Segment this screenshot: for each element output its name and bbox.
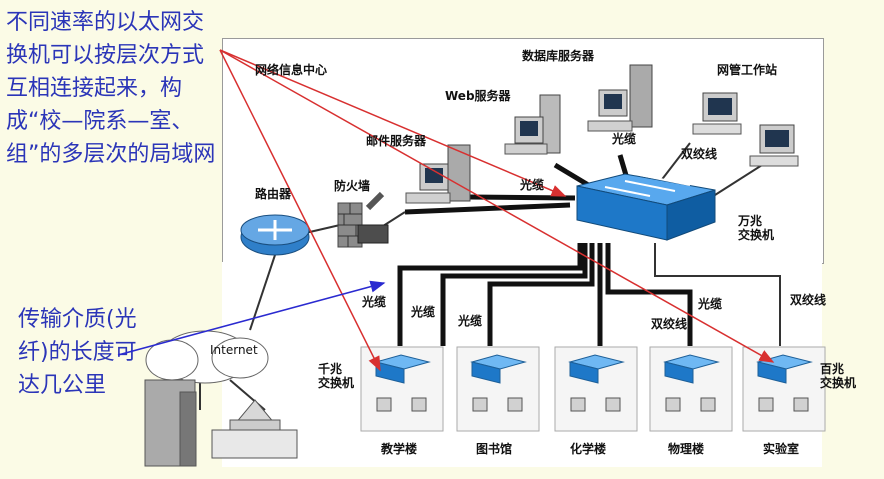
fiber-label-db: 光缆 (612, 132, 637, 146)
building-pc-icon-0-0 (376, 397, 392, 412)
twisted-pair-label-admin: 双绞线 (681, 147, 718, 161)
building-switch-body-1 (471, 361, 501, 384)
fiber-label-core: 光缆 (520, 178, 545, 192)
database-server-label: 数据库服务器 (522, 49, 595, 63)
building-switches (360, 346, 826, 432)
admin-station-label: 网管工作站 (717, 63, 778, 77)
note-fiber-length: 传输介质(光纤)的长度可达几公里 (18, 307, 137, 398)
web-server-icon (504, 94, 561, 155)
internet-cloud-icon (145, 330, 269, 384)
building-label-0: 教学楼 (381, 442, 418, 456)
mail-server-icon (405, 144, 471, 204)
web-server-label: Web服务器 (445, 89, 511, 103)
firewall-icon (337, 191, 389, 248)
core-switch-icon (576, 173, 716, 241)
building-switch-body-2 (569, 361, 599, 384)
gigabit-switch-label: 千兆 交换机 (318, 362, 355, 390)
building-pc-icon-2-1 (605, 397, 621, 412)
building-pc-icon-2-0 (570, 397, 586, 412)
building-pc-icon-1-1 (507, 397, 523, 412)
office-buildings-icon (144, 379, 298, 467)
admin-workstation-icon (692, 92, 799, 167)
fiber-label-5: 光缆 (698, 297, 723, 311)
fiber-label-1: 光缆 (362, 295, 387, 309)
firewall-label: 防火墙 (334, 179, 371, 193)
twisted-pair-label-4: 双绞线 (651, 317, 688, 331)
building-pc-icon-3-0 (665, 397, 681, 412)
building-label-3: 物理楼 (668, 442, 705, 456)
fiber-label-3: 光缆 (458, 314, 483, 328)
internet-label: Internet (210, 343, 258, 357)
building-pc-icon-4-0 (758, 397, 774, 412)
building-label-1: 图书馆 (476, 442, 513, 456)
fiber-label-2: 光缆 (411, 305, 436, 319)
router-icon (240, 214, 310, 256)
database-server-icon (587, 64, 653, 132)
router-label: 路由器 (255, 187, 292, 201)
building-pc-icon-1-0 (472, 397, 488, 412)
building-switch-body-3 (664, 361, 694, 384)
mail-server-label: 邮件服务器 (366, 134, 427, 148)
building-pc-icon-0-1 (411, 397, 427, 412)
building-pc-icon-4-1 (793, 397, 809, 412)
note-hierarchy: 不同速率的以太网交换机可以按层次方式互相连接起来，构成“校—院系—室、组”的多层… (6, 10, 216, 167)
fast-switch-label: 百兆 交换机 (820, 362, 857, 390)
building-switch-body-4 (757, 361, 787, 384)
network-center-label: 网络信息中心 (255, 63, 328, 77)
building-label-2: 化学楼 (570, 442, 607, 456)
core-switch-label: 万兆 交换机 (738, 214, 775, 242)
building-label-4: 实验室 (763, 442, 800, 456)
twisted-pair-label-6: 双绞线 (790, 293, 827, 307)
building-pc-icon-3-1 (700, 397, 716, 412)
